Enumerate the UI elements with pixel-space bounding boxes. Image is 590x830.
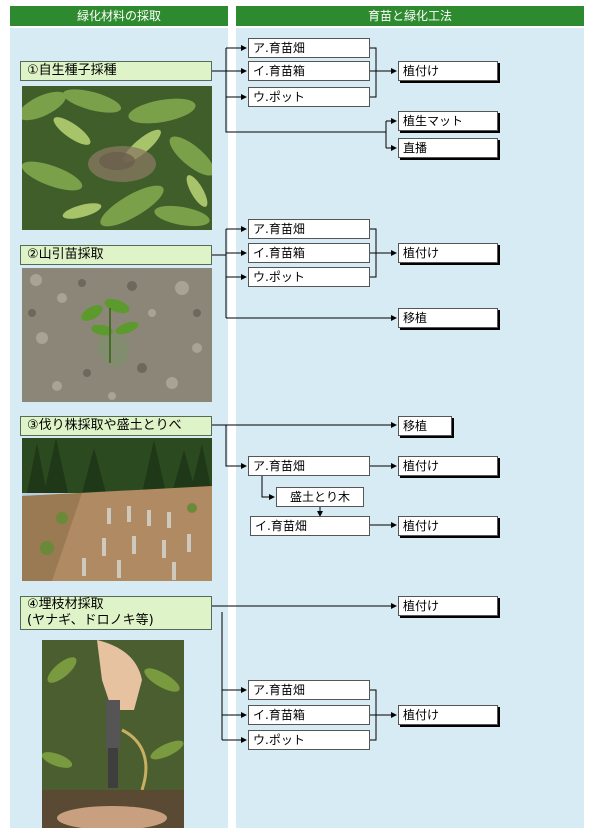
photo-fern-vegetation [22,86,212,230]
option-pot: ウ.ポット [248,87,370,107]
source-box-natural-seed-collection: ①自生種子採種 [20,61,212,81]
photo-seedling-on-gravel [22,268,212,402]
method-direct-seeding: 直播 [398,138,498,158]
option-nursery-box: イ.育苗箱 [248,705,370,725]
option-nursery-field-b: イ.育苗畑 [250,516,370,536]
photo-hand-planting-cutting [42,640,184,828]
method-planting: 植付け [398,456,498,476]
option-nursery-field: ア.育苗畑 [248,38,370,58]
mound-layering-box: 盛土とり木 [276,487,364,507]
method-planting: 植付け [398,243,498,263]
source-box-wild-seedling-collection: ②山引苗採取 [20,245,212,265]
option-nursery-field: ア.育苗畑 [248,680,370,700]
header-material-collection: 緑化材料の採取 [10,6,228,26]
source-title-line-2: (ヤナギ、ドロノキ等) [27,613,154,628]
method-planting: 植付け [398,596,498,616]
option-pot: ウ.ポット [248,267,370,287]
method-transplanting: 移植 [398,416,452,436]
method-planting: 植付け [398,61,498,81]
method-vegetation-mat: 植生マット [398,111,498,131]
option-nursery-box: イ.育苗箱 [248,61,370,81]
photo-planted-slope [22,438,212,581]
option-nursery-field: ア.育苗畑 [248,219,370,239]
source-box-stump-and-layering: ③伐り株採取や盛土とりべ [20,416,212,436]
option-pot: ウ.ポット [248,730,370,750]
method-planting: 植付け [398,516,498,536]
method-transplanting: 移植 [398,308,498,328]
option-nursery-field-a: ア.育苗畑 [248,456,370,476]
source-title-line-1: ④埋枝材採取 [27,597,104,612]
option-nursery-box: イ.育苗箱 [248,243,370,263]
header-nursery-and-greening: 育苗と緑化工法 [236,6,584,26]
method-planting: 植付け [398,705,498,725]
source-box-buried-branch-collection: ④埋枝材採取 (ヤナギ、ドロノキ等) [20,596,212,630]
